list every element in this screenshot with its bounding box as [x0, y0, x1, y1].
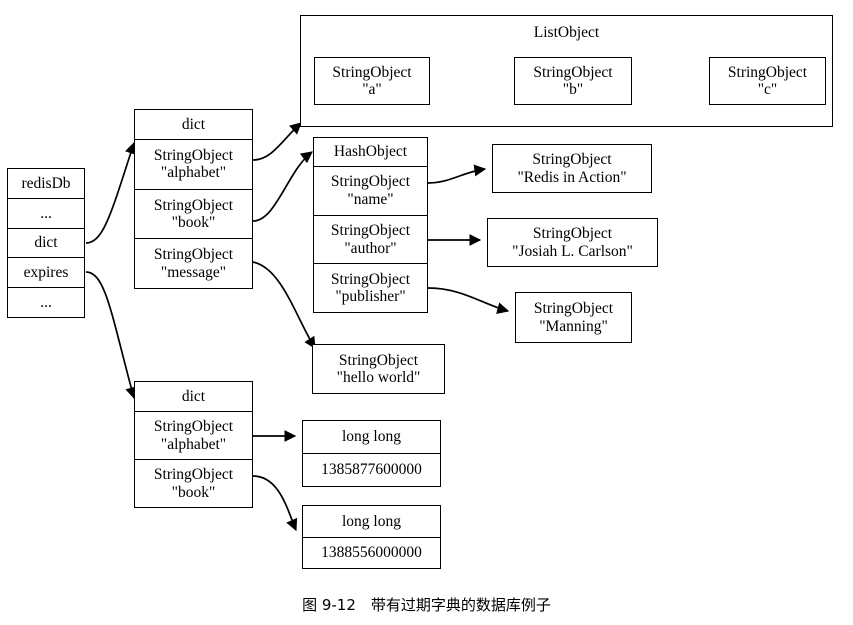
long-long-alphabet-type-text: long long	[342, 428, 401, 446]
value-hello-world-value: "hello world"	[336, 369, 421, 386]
key-dict-alphabet-type: StringObject	[153, 146, 234, 164]
edge-name-to-redis-in-action	[427, 164, 487, 184]
value-josiah-value: "Josiah L. Carlson"	[512, 242, 633, 260]
value-hello-world[interactable]: StringObject "hello world"	[312, 344, 445, 394]
list-node-b-cell: StringObject "b"	[515, 58, 631, 104]
long-long-alphabet-value: 1385877600000	[303, 453, 440, 486]
redisdb-ellipsis-bottom-text: ...	[40, 293, 52, 311]
key-dict-header-text: dict	[181, 115, 206, 133]
hash-object[interactable]: HashObject StringObject "name" StringObj…	[313, 137, 428, 313]
hash-name-type: StringObject	[330, 173, 411, 191]
edge-alphabet-to-listobject	[252, 122, 302, 161]
value-manning[interactable]: StringObject "Manning"	[515, 292, 632, 343]
redisdb-dict-text: dict	[34, 234, 58, 252]
hash-author-value: "author"	[344, 239, 397, 257]
list-node-a-value: "a"	[362, 81, 382, 98]
long-long-book-value: 1388556000000	[303, 536, 440, 569]
list-node-c-value: "c"	[757, 81, 778, 98]
hash-object-header: HashObject	[314, 138, 427, 166]
value-josiah-carlson-cell: StringObject "Josiah L. Carlson"	[488, 219, 657, 266]
list-node-b-type: StringObject	[533, 63, 613, 81]
long-long-book[interactable]: long long 1388556000000	[302, 505, 441, 569]
key-dict-book-value: "book"	[171, 214, 216, 231]
value-manning-type: StringObject	[533, 300, 614, 318]
value-hello-world-cell: StringObject "hello world"	[313, 345, 444, 393]
long-long-book-type: long long	[303, 506, 440, 537]
redisdb-ellipsis-top-text: ...	[40, 204, 52, 222]
redisdb-row-title: redisDb	[8, 169, 84, 198]
long-long-alphabet[interactable]: long long 1385877600000	[302, 420, 441, 487]
redisdb-row-expires[interactable]: expires	[8, 257, 84, 287]
value-redis-in-action[interactable]: StringObject "Redis in Action"	[492, 144, 652, 193]
value-redis-in-action-cell: StringObject "Redis in Action"	[493, 145, 651, 192]
value-redis-in-action-value: "Redis in Action"	[517, 168, 627, 186]
expires-book-type: StringObject	[153, 466, 234, 484]
list-node-c-cell: StringObject "c"	[710, 58, 825, 104]
list-node-a-cell: StringObject "a"	[315, 58, 429, 104]
redisdb-row-dict[interactable]: dict	[8, 227, 84, 258]
key-dict-header: dict	[135, 110, 252, 139]
expires-dict-header-text: dict	[181, 387, 206, 405]
list-node-b[interactable]: StringObject "b"	[514, 57, 632, 105]
long-long-book-value-text: 1388556000000	[321, 544, 422, 562]
redisdb-row-ellipsis-bottom: ...	[8, 287, 84, 317]
key-dict-row-alphabet[interactable]: StringObject "alphabet"	[135, 139, 252, 189]
key-dict-book-type: StringObject	[153, 196, 234, 214]
edge-expires-book-to-longlong	[252, 475, 298, 532]
edge-publisher-to-manning	[427, 287, 510, 314]
expires-dict-row-book[interactable]: StringObject "book"	[135, 459, 252, 507]
hash-publisher-value: "publisher"	[335, 288, 406, 306]
redisdb-title-text: redisDb	[21, 174, 71, 192]
figure-caption: 图 9-12 带有过期字典的数据库例子	[302, 596, 551, 614]
edge-redisdb-dict-to-keydict	[85, 141, 137, 244]
list-node-b-value: "b"	[562, 81, 584, 98]
redisdb-row-ellipsis-top: ...	[8, 197, 84, 228]
key-dict-message-type: StringObject	[153, 246, 234, 264]
long-long-alphabet-type: long long	[303, 421, 440, 453]
edge-redisdb-expires-to-expiresdict	[85, 271, 137, 400]
value-manning-cell: StringObject "Manning"	[516, 293, 631, 342]
key-dict-message-value: "message"	[160, 263, 227, 281]
list-node-a-type: StringObject	[332, 63, 412, 81]
value-redis-in-action-type: StringObject	[532, 151, 612, 169]
expires-book-value: "book"	[171, 483, 216, 501]
hash-publisher-type: StringObject	[330, 270, 411, 288]
list-node-a[interactable]: StringObject "a"	[314, 57, 430, 105]
list-object-title: ListObject	[533, 24, 600, 41]
hash-name-value: "name"	[347, 190, 394, 208]
value-josiah-carlson[interactable]: StringObject "Josiah L. Carlson"	[487, 218, 658, 267]
key-space-dict[interactable]: dict StringObject "alphabet" StringObjec…	[134, 109, 253, 289]
list-node-c-type: StringObject	[727, 63, 808, 81]
value-hello-world-type: StringObject	[338, 351, 419, 369]
edge-message-to-helloworld	[252, 261, 316, 350]
hash-author-type: StringObject	[330, 222, 411, 240]
key-dict-row-book[interactable]: StringObject "book"	[135, 188, 252, 239]
redisdb-struct[interactable]: redisDb ... dict expires ...	[7, 168, 85, 318]
hash-object-row-author[interactable]: StringObject "author"	[314, 214, 427, 264]
key-dict-row-message[interactable]: StringObject "message"	[135, 238, 252, 288]
redisdb-expires-text: expires	[23, 264, 69, 282]
key-dict-alphabet-value: "alphabet"	[160, 164, 227, 182]
value-manning-value: "Manning"	[539, 317, 608, 335]
expires-alphabet-value: "alphabet"	[160, 435, 227, 453]
list-node-c[interactable]: StringObject "c"	[709, 57, 826, 105]
expires-dict-header: dict	[135, 382, 252, 411]
expires-alphabet-type: StringObject	[153, 418, 234, 436]
hash-object-header-text: HashObject	[333, 143, 408, 161]
value-josiah-type: StringObject	[532, 225, 613, 243]
long-long-book-type-text: long long	[342, 512, 401, 530]
long-long-alphabet-value-text: 1385877600000	[321, 461, 422, 479]
hash-object-row-name[interactable]: StringObject "name"	[314, 166, 427, 215]
expires-dict-row-alphabet[interactable]: StringObject "alphabet"	[135, 411, 252, 459]
edge-book-to-hashobject	[252, 151, 313, 222]
expires-dict[interactable]: dict StringObject "alphabet" StringObjec…	[134, 381, 253, 508]
hash-object-row-publisher[interactable]: StringObject "publisher"	[314, 263, 427, 312]
